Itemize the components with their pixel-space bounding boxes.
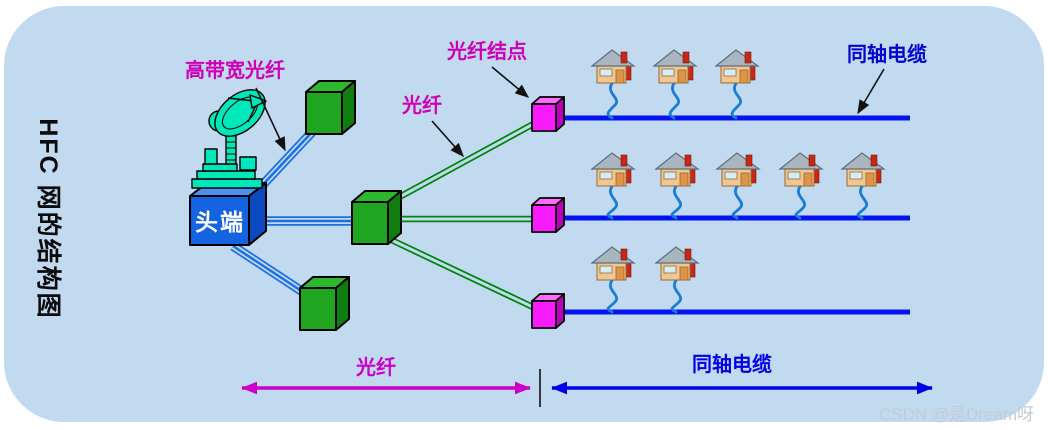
fiber-node-icon bbox=[531, 96, 565, 132]
drop-cable bbox=[670, 183, 682, 220]
house-icon bbox=[591, 152, 635, 187]
drop-cable bbox=[856, 183, 868, 220]
houses-layer bbox=[591, 49, 885, 314]
house-icon bbox=[655, 152, 699, 187]
drop-cable bbox=[730, 80, 742, 120]
drop-cable bbox=[731, 183, 743, 220]
diagram-panel bbox=[4, 6, 1044, 422]
measure-arrows bbox=[241, 369, 933, 407]
house-icon bbox=[716, 152, 760, 187]
label-fiber: 光纤 bbox=[402, 95, 442, 117]
fiber-links bbox=[381, 119, 539, 312]
drop-cable bbox=[606, 183, 618, 220]
house-icon bbox=[591, 246, 635, 281]
optical-node-icon bbox=[351, 190, 402, 245]
drop-cable bbox=[670, 277, 682, 314]
watermark: CSDN @是Dream呀 bbox=[878, 405, 1034, 424]
page-title: HFC 网的结构图 bbox=[34, 118, 62, 320]
optical-node-icon bbox=[299, 276, 350, 331]
fiber-node-icon bbox=[531, 293, 565, 329]
satellite-dish-icon bbox=[191, 89, 267, 189]
label-high-bandwidth-fiber: 高带宽光纤 bbox=[185, 60, 285, 82]
headend-box: 头端 bbox=[189, 182, 267, 246]
house-icon bbox=[655, 246, 699, 281]
drop-cable bbox=[794, 183, 806, 220]
house-icon bbox=[841, 152, 885, 187]
arrow-fiber bbox=[431, 120, 464, 158]
headend-label: 头端 bbox=[195, 209, 245, 235]
fiber-node-icon bbox=[531, 197, 565, 233]
arrow-fiber-node bbox=[491, 66, 530, 98]
label-fiber-span: 光纤 bbox=[356, 357, 396, 379]
drop-cable bbox=[668, 80, 680, 120]
label-coax-cable-top: 同轴电缆 bbox=[847, 44, 927, 66]
house-icon bbox=[653, 49, 697, 84]
arrow-high-bandwidth-fiber bbox=[255, 87, 286, 152]
arrow-coax-cable bbox=[857, 68, 885, 115]
house-icon bbox=[591, 49, 635, 84]
label-coax-span: 同轴电缆 bbox=[692, 354, 772, 376]
optical-nodes bbox=[299, 80, 402, 331]
label-fiber-node: 光纤结点 bbox=[447, 41, 527, 63]
house-icon bbox=[715, 49, 759, 84]
drop-cable bbox=[606, 277, 618, 314]
drop-cable bbox=[606, 80, 618, 120]
optical-node-icon bbox=[305, 80, 356, 135]
fiber-nodes bbox=[531, 96, 565, 329]
annotation-arrows bbox=[255, 66, 885, 158]
coax-lines bbox=[555, 115, 910, 315]
house-icon bbox=[779, 152, 823, 187]
